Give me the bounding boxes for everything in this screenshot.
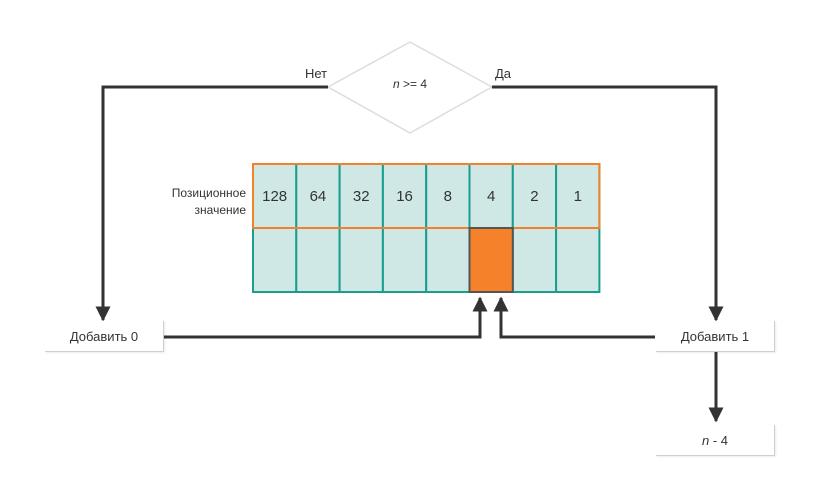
- header-cell-1: [555, 163, 601, 229]
- highlighted-bit-cell: [468, 227, 514, 293]
- subtract-label: n - 4: [702, 433, 728, 448]
- bit-cell-64: [295, 227, 341, 293]
- subtract-var: n: [701, 432, 710, 448]
- add-one-to-table-line: [493, 296, 655, 339]
- decision-diamond: [326, 41, 494, 134]
- bit-cell-1: [555, 227, 601, 293]
- no-label: Нет: [305, 66, 328, 81]
- header-value-1: 1: [574, 188, 582, 205]
- header-value-32: 32: [353, 188, 370, 205]
- header-value-16: 16: [396, 188, 413, 205]
- bit-cell-8: [425, 227, 471, 293]
- decision-op: >= 4: [403, 77, 428, 91]
- positional-value-table: 128 64 32 16 8 4 2 1: [252, 163, 601, 293]
- add-zero-to-table-line: [162, 296, 488, 339]
- subtract-box: n - 4: [656, 425, 775, 456]
- header-value-128: 128: [262, 188, 287, 205]
- bit-cell-128: [252, 227, 298, 293]
- decision-condition: n >= 4: [360, 77, 460, 91]
- add-zero-box: Добавить 0: [45, 321, 164, 352]
- header-value-64: 64: [310, 188, 327, 205]
- decision-var: n: [392, 77, 400, 91]
- positional-value-label-line2: значение: [194, 203, 246, 217]
- header-value-8: 8: [444, 188, 452, 205]
- positional-value-label: Позиционное значение: [140, 185, 246, 219]
- positional-value-label-line1: Позиционное: [171, 186, 246, 200]
- add-one-box: Добавить 1: [656, 321, 775, 352]
- no-branch-line: [95, 85, 328, 322]
- header-value-2: 2: [530, 188, 538, 205]
- yes-label: Да: [495, 66, 512, 81]
- header-value-4: 4: [487, 188, 495, 205]
- subtract-op: - 4: [709, 432, 729, 448]
- yes-branch-line: [492, 85, 724, 322]
- add-one-label: Добавить 1: [680, 328, 750, 344]
- header-row-outline: [252, 163, 601, 229]
- bit-cell-32: [338, 227, 384, 293]
- bit-cell-2: [511, 227, 558, 293]
- add-zero-label: Добавить 0: [69, 328, 139, 344]
- bit-cell-16: [381, 227, 428, 293]
